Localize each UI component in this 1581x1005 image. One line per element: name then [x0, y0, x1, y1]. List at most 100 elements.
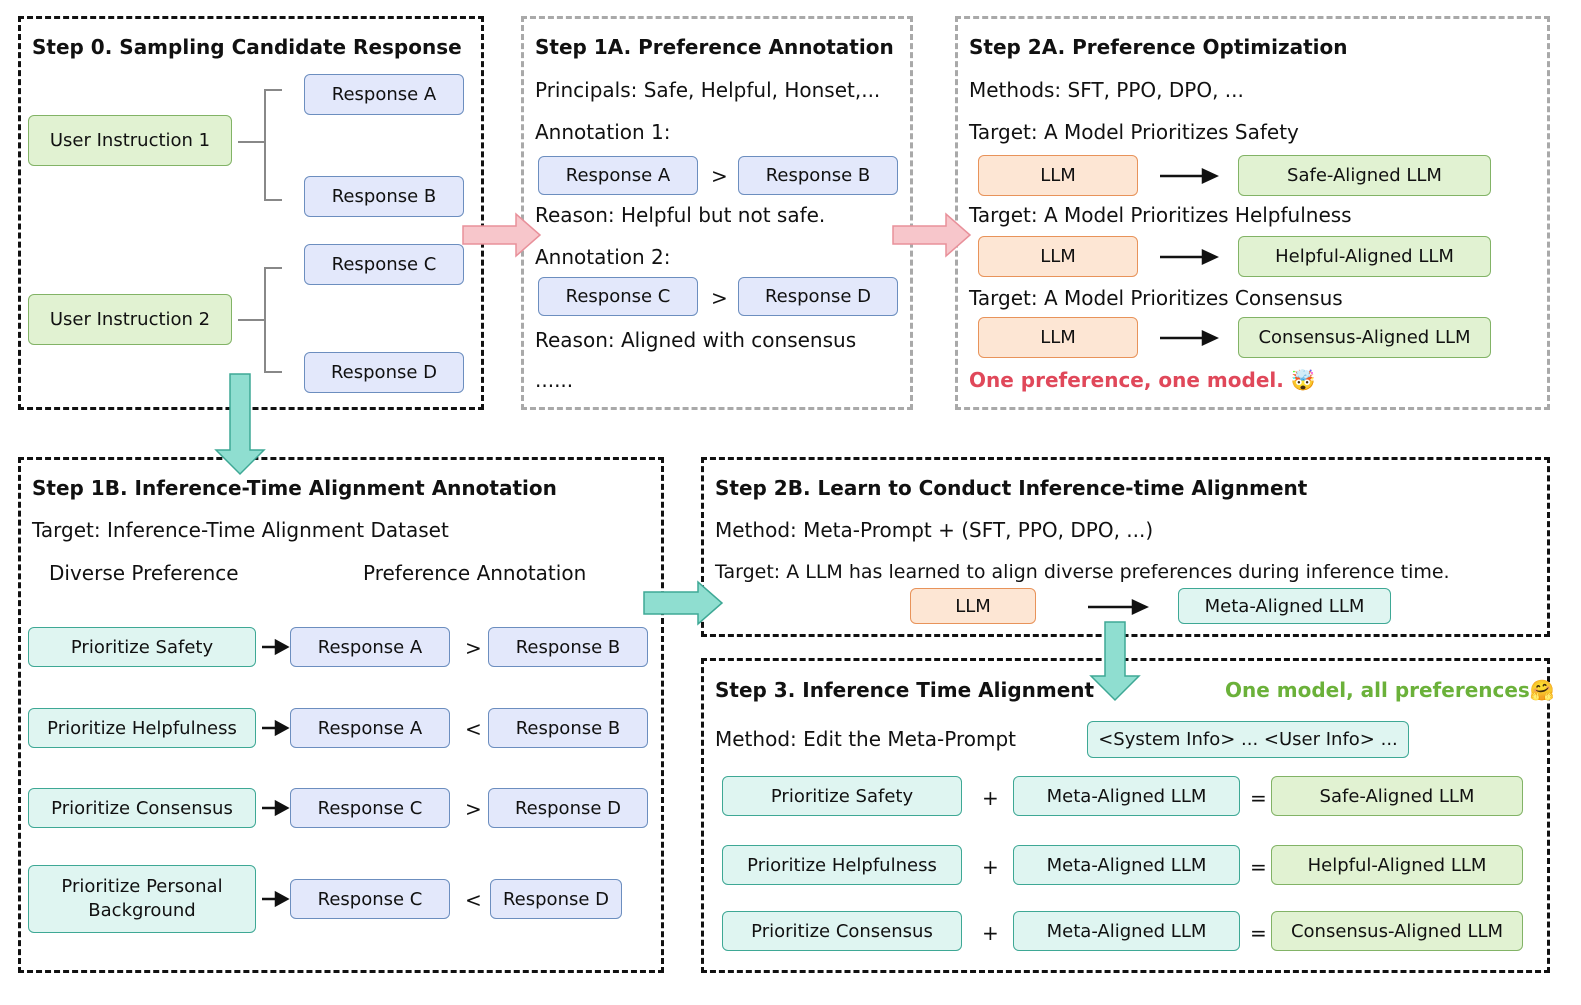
arrow-step0-to-step1b — [214, 373, 266, 476]
row4-op: < — [465, 888, 482, 912]
reason2-text: Reason: Aligned with consensus — [535, 328, 857, 352]
step3-title: Step 3. Inference Time Alignment — [715, 678, 1095, 702]
step3-pref-consensus: Prioritize Consensus — [722, 911, 962, 951]
step3-meta-1: Meta-Aligned LLM — [1013, 776, 1240, 816]
reason1-text: Reason: Helpful but not safe. — [535, 203, 826, 227]
row3-right: Response D — [488, 788, 648, 828]
step2b-meta-aligned-llm: Meta-Aligned LLM — [1178, 588, 1391, 624]
annotation2-op: > — [711, 286, 728, 310]
meta-prompt-box: <System Info> ... <User Info> ... — [1087, 721, 1409, 758]
annotation1-label: Annotation 1: — [535, 120, 671, 144]
arrow-row3 — [262, 799, 290, 817]
annotation1-left: Response A — [538, 156, 698, 195]
row1-left: Response A — [290, 627, 450, 667]
row2-op: < — [465, 717, 482, 741]
pref-personal-line1: Prioritize Personal — [61, 876, 223, 897]
arrow-row1 — [262, 638, 290, 656]
step3-result-helpful: Helpful-Aligned LLM — [1271, 845, 1523, 885]
target-safety-text: Target: A Model Prioritizes Safety — [969, 120, 1299, 144]
step2b-target: Target: A LLM has learned to align diver… — [715, 561, 1450, 583]
step0-response-b: Response B — [304, 176, 464, 217]
step3-plus-3: + — [982, 921, 999, 945]
arrow-llm-meta — [1088, 599, 1149, 615]
row4-right: Response D — [490, 879, 622, 919]
step0-response-d: Response D — [304, 352, 464, 393]
arrow-row2 — [262, 719, 290, 737]
step3-pref-safety: Prioritize Safety — [722, 776, 962, 816]
llm-box-3: LLM — [978, 317, 1138, 358]
brace-instruction1 — [238, 89, 282, 201]
arrow-step1b-to-step2b — [643, 580, 724, 626]
step3-eq-3: = — [1250, 921, 1267, 945]
methods-text: Methods: SFT, PPO, DPO, ... — [969, 78, 1244, 102]
user-instruction-1: User Instruction 1 — [28, 115, 232, 166]
annotation2-left: Response C — [538, 277, 698, 316]
col-preference-annotation: Preference Annotation — [363, 561, 587, 585]
target-helpfulness-text: Target: A Model Prioritizes Helpfulness — [969, 203, 1352, 227]
step3-meta-2: Meta-Aligned LLM — [1013, 845, 1240, 885]
principals-text: Principals: Safe, Helpful, Honset,... — [535, 78, 881, 102]
footer-text: One preference, one model. — [969, 368, 1284, 392]
arrow-llm-consensus — [1160, 330, 1219, 346]
tagline-text: One model, all preferences — [1225, 678, 1530, 702]
annotation2-label: Annotation 2: — [535, 245, 671, 269]
step3-eq-1: = — [1250, 786, 1267, 810]
step2a-title: Step 2A. Preference Optimization — [969, 35, 1348, 59]
step3-tagline: One model, all preferences🤗 — [1225, 678, 1555, 702]
annotation1-op: > — [711, 164, 728, 188]
step3-eq-2: = — [1250, 855, 1267, 879]
step2b-title: Step 2B. Learn to Conduct Inference-time… — [715, 476, 1308, 500]
llm-box-2: LLM — [978, 236, 1138, 277]
step0-panel — [18, 16, 484, 410]
step3-result-safe: Safe-Aligned LLM — [1271, 776, 1523, 816]
helpful-aligned-llm: Helpful-Aligned LLM — [1238, 236, 1491, 277]
step2b-llm: LLM — [910, 588, 1036, 624]
step3-plus-2: + — [982, 855, 999, 879]
step3-plus-1: + — [982, 786, 999, 810]
step3-result-consensus: Consensus-Aligned LLM — [1271, 911, 1523, 951]
step0-title: Step 0. Sampling Candidate Response — [32, 35, 462, 59]
step0-response-c: Response C — [304, 244, 464, 285]
arrow-row4 — [262, 890, 290, 908]
row3-left: Response C — [290, 788, 450, 828]
step0-response-a: Response A — [304, 74, 464, 115]
user-instruction-2: User Instruction 2 — [28, 294, 232, 345]
ellipsis-text: ...... — [535, 368, 574, 392]
step3-pref-helpfulness: Prioritize Helpfulness — [722, 845, 962, 885]
safe-aligned-llm: Safe-Aligned LLM — [1238, 155, 1491, 196]
pref-helpfulness: Prioritize Helpfulness — [28, 708, 256, 748]
row3-op: > — [465, 797, 482, 821]
pref-personal-line2: Background — [88, 900, 196, 921]
one-preference-footer: One preference, one model. 🤯 — [969, 368, 1316, 392]
arrow-step1a-to-step2a — [892, 212, 972, 258]
mind-blown-emoji-icon: 🤯 — [1290, 368, 1316, 392]
pref-personal-background: Prioritize Personal Background — [28, 865, 256, 933]
step1a-panel — [521, 16, 913, 410]
row4-left: Response C — [290, 879, 450, 919]
annotation1-right: Response B — [738, 156, 898, 195]
col-diverse-preference: Diverse Preference — [49, 561, 239, 585]
pref-safety: Prioritize Safety — [28, 627, 256, 667]
step3-method: Method: Edit the Meta-Prompt — [715, 727, 1016, 751]
pref-consensus: Prioritize Consensus — [28, 788, 256, 828]
row1-op: > — [465, 636, 482, 660]
step2b-method: Method: Meta-Prompt + (SFT, PPO, DPO, ..… — [715, 518, 1154, 542]
step1b-target: Target: Inference-Time Alignment Dataset — [32, 518, 449, 542]
step3-meta-3: Meta-Aligned LLM — [1013, 911, 1240, 951]
target-consensus-text: Target: A Model Prioritizes Consensus — [969, 286, 1343, 310]
step1b-title: Step 1B. Inference-Time Alignment Annota… — [32, 476, 557, 500]
brace-instruction2 — [238, 267, 282, 373]
row1-right: Response B — [488, 627, 648, 667]
consensus-aligned-llm: Consensus-Aligned LLM — [1238, 317, 1491, 358]
arrow-step2b-to-step3 — [1089, 621, 1141, 702]
step1b-panel — [18, 457, 664, 973]
row2-left: Response A — [290, 708, 450, 748]
step2a-panel — [955, 16, 1550, 410]
annotation2-right: Response D — [738, 277, 898, 316]
arrow-step0-to-step1a — [462, 212, 542, 258]
row2-right: Response B — [488, 708, 648, 748]
arrow-llm-safe — [1160, 168, 1219, 184]
arrow-llm-helpful — [1160, 249, 1219, 265]
hugging-face-emoji-icon: 🤗 — [1529, 678, 1555, 702]
